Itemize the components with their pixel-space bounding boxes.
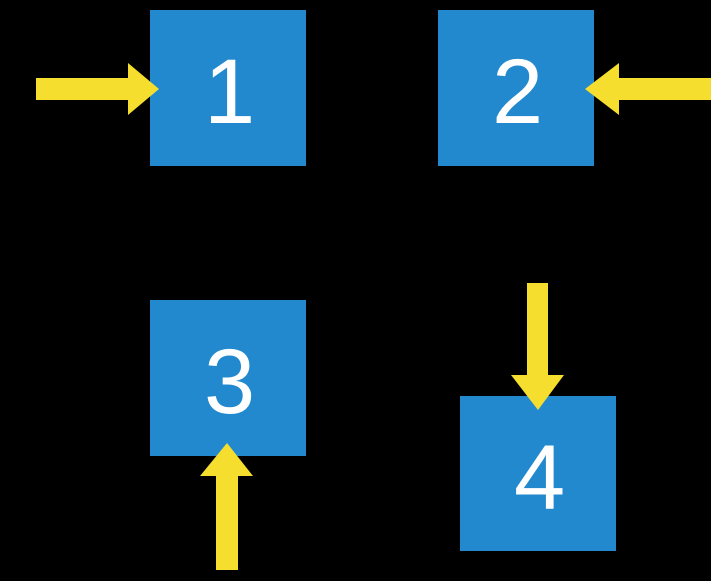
node-label-1: 1 [204,41,256,143]
node-box-4[interactable] [460,396,616,551]
node-box-2[interactable] [438,10,594,166]
arrow-right-into-box-1 [36,63,159,115]
arrow-down-into-box-4 [511,283,564,410]
node-box-3[interactable] [150,300,306,456]
node-label-2: 2 [492,41,544,143]
node-box-1[interactable] [150,10,306,166]
node-label-3: 3 [204,331,256,433]
arrow-left-into-box-2 [585,63,711,115]
node-label-4: 4 [514,427,566,529]
arrow-up-into-box-3 [200,443,253,570]
